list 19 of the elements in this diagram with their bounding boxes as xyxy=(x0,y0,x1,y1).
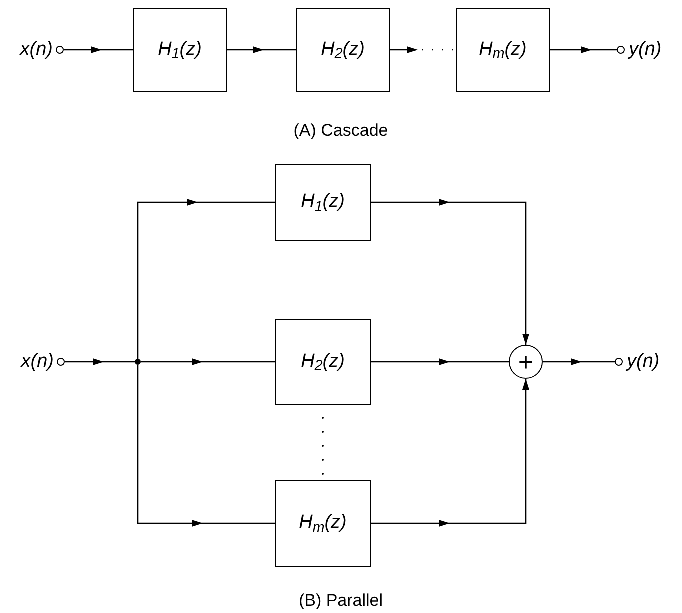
subfigure-caption: (A) Cascade xyxy=(294,120,388,142)
block-label: H$_{m}$(z) xyxy=(479,38,527,64)
block-label: H$_{1}$(z) xyxy=(158,38,202,64)
transfer-function-block xyxy=(275,164,371,241)
transfer-function-block xyxy=(456,8,550,92)
transfer-function-block xyxy=(133,8,227,92)
subfigure-caption: (B) Parallel xyxy=(298,590,384,612)
transfer-function-block xyxy=(296,8,390,92)
transfer-function-block xyxy=(275,480,371,567)
block-label: H$_{2}$(z) xyxy=(321,38,365,64)
summing-junction: + xyxy=(509,345,543,379)
output-signal-label: y(n) xyxy=(629,38,662,62)
block-label: H$_{1}$(z) xyxy=(301,190,345,217)
block-label: H$_{m}$(z) xyxy=(299,511,347,538)
transfer-function-block xyxy=(275,319,371,405)
block-label: H$_{2}$(z) xyxy=(301,350,345,376)
output-signal-label: y(n) xyxy=(627,350,660,374)
input-signal-label: x(n) xyxy=(20,38,53,62)
input-signal-label: x(n) xyxy=(21,350,54,374)
